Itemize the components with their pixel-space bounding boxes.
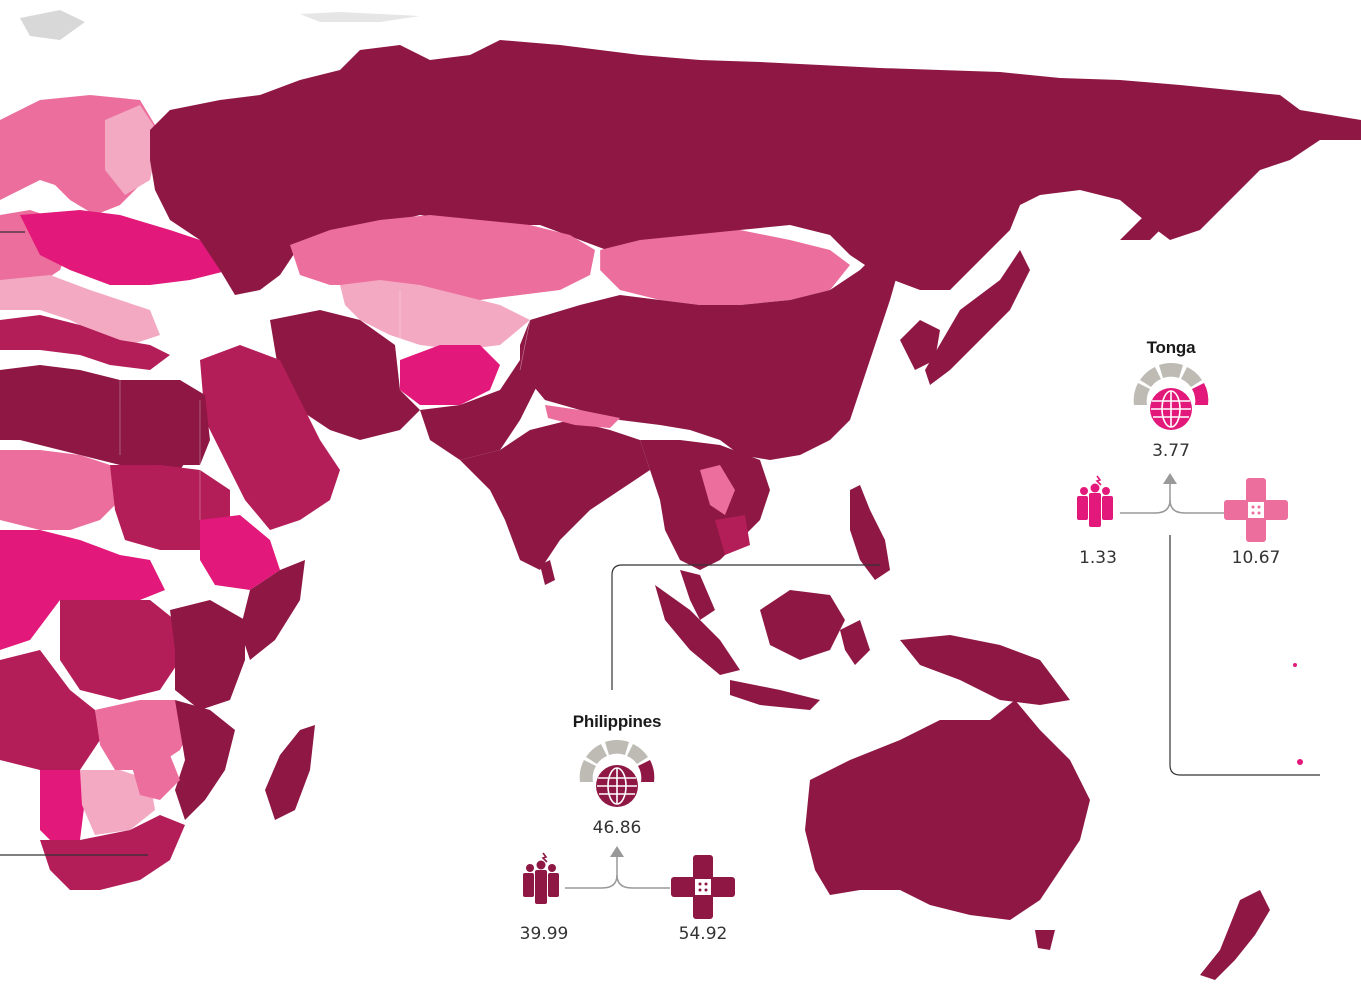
arctic-island-2 [300, 12, 420, 22]
region-cambodia [715, 515, 750, 555]
region-uzbekistan [340, 280, 530, 350]
philippines-arrowhead [610, 846, 624, 857]
region-zambia [95, 700, 195, 770]
philippines-exposure-value: 39.99 [519, 924, 569, 944]
philippines-index-value: 46.86 [527, 818, 707, 838]
region-srilanka [540, 560, 555, 585]
philippines-callout-graphics [523, 740, 735, 919]
region-japan [925, 250, 1030, 385]
region-korea-japan [900, 320, 940, 370]
region-indochina [640, 440, 770, 570]
borders [119, 250, 601, 520]
bandage-icon [671, 855, 735, 919]
region-laos [700, 465, 735, 515]
gauge-segment-active [1192, 383, 1209, 405]
country-name: Philippines [572, 712, 662, 731]
leader-line-philippines [611, 564, 880, 690]
people-icon [523, 852, 559, 904]
region-east-africa [170, 600, 245, 710]
pacific-island [1297, 759, 1303, 765]
arctic-island [20, 10, 85, 40]
region-philippines [850, 485, 890, 580]
callout-tonga: Tonga [1081, 338, 1261, 358]
tonga-arrowhead [1163, 473, 1177, 484]
philippines-arrow [565, 855, 670, 889]
region-india [460, 420, 650, 570]
gauge-segment [627, 744, 648, 764]
region-angola [0, 650, 100, 770]
gauge-segment [1159, 363, 1183, 378]
tonga-exposure-value: 1.33 [1079, 548, 1117, 568]
region-congo [60, 600, 180, 700]
region-balkans [0, 275, 160, 345]
philippines-vulnerability-value: 54.92 [678, 924, 728, 944]
region-egypt [120, 380, 210, 465]
index-value: 3.77 [1152, 441, 1190, 461]
tonga-callout-graphics [1077, 363, 1288, 542]
tonga-arrow [1120, 482, 1225, 514]
region-borneo [760, 590, 845, 660]
region-australia [805, 700, 1090, 920]
region-arabia [200, 345, 340, 530]
region-mongolia [600, 230, 850, 305]
region-zimbabwe [130, 755, 180, 800]
region-new-zealand [1200, 890, 1270, 980]
region-kamchatka [1120, 190, 1175, 240]
tonga-vulnerability-value: 10.67 [1231, 548, 1281, 568]
region-south-africa [40, 815, 185, 890]
region-finland [105, 105, 160, 195]
tonga-gauge [1133, 363, 1209, 430]
region-west-central-africa [0, 530, 165, 650]
index-value: 46.86 [592, 818, 642, 838]
gauge-segment-active [638, 760, 655, 782]
region-madagascar [265, 725, 315, 820]
region-papua [900, 635, 1070, 705]
gauge-segment [1181, 367, 1202, 387]
region-sahel [0, 450, 120, 530]
region-pakistan [420, 360, 540, 460]
region-horn [240, 560, 305, 660]
region-sulawesi [840, 620, 870, 665]
gauge-segment [579, 760, 596, 782]
callout-philippines: Philippines [527, 712, 707, 732]
leader-line-tonga [1169, 535, 1320, 776]
gauge-segment [605, 740, 629, 755]
region-china [520, 250, 900, 460]
country-name: Tonga [1146, 338, 1196, 357]
region-afghanistan [400, 345, 500, 405]
region-europe-central [20, 210, 235, 285]
region-nepal [545, 405, 620, 428]
region-botswana [80, 770, 155, 835]
tonga-index-value: 3.77 [1081, 441, 1261, 461]
bandage-icon [1224, 478, 1288, 542]
region-sumatra [655, 585, 740, 675]
region-java [730, 680, 820, 710]
region-kazakhstan [290, 215, 595, 300]
gauge-segment [1140, 367, 1161, 387]
region-namibia [40, 770, 85, 850]
region-russia [150, 40, 1361, 295]
philippines-gauge [579, 740, 655, 807]
gauge-segment [586, 744, 607, 764]
gauge-segment [1133, 383, 1150, 405]
region-tasmania [1035, 930, 1055, 950]
region-malaysia [680, 570, 715, 620]
region-italy-greece [0, 315, 170, 370]
region-mozambique [175, 700, 235, 820]
pacific-island-2 [1293, 663, 1297, 667]
people-icon [1077, 475, 1113, 527]
region-iran [270, 310, 420, 440]
region-ethiopia [200, 515, 280, 590]
leader-lines [0, 231, 1320, 856]
